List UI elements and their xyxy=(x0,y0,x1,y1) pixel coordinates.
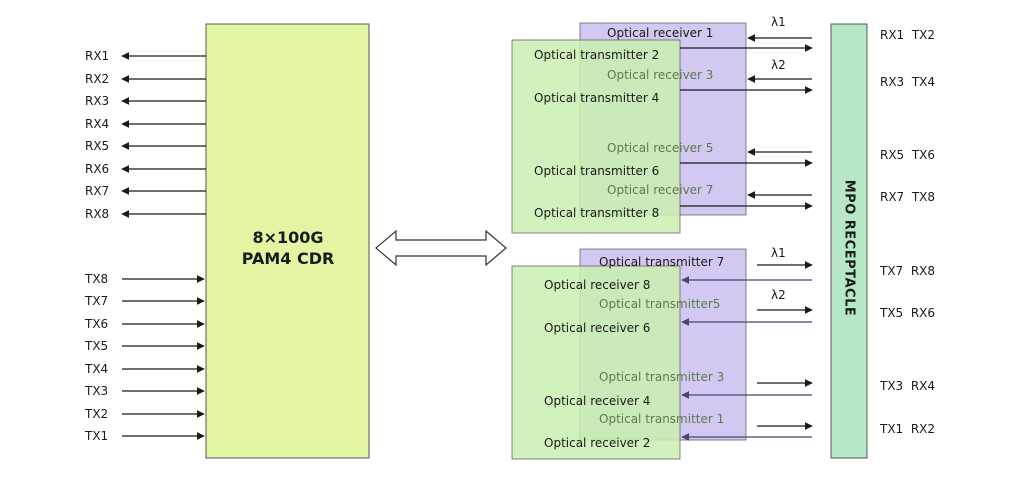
left-rx-group: RX1 RX2 RX3 RX4 RX5 RX6 RX7 RX8 xyxy=(85,49,206,221)
left-rx-label: RX7 xyxy=(85,184,109,198)
left-rx-label: RX3 xyxy=(85,94,109,108)
mpo-receptacle xyxy=(830,23,868,459)
left-rx-label: RX2 xyxy=(85,72,109,86)
cdr-block xyxy=(205,23,370,459)
lower-front-label: Optical receiver 8 xyxy=(544,278,650,292)
left-tx-label: TX5 xyxy=(84,339,108,353)
wavelength-label: λ1 xyxy=(771,246,786,260)
fiber-pair-label: TX3 RX4 xyxy=(879,379,935,393)
upper-front-label: Optical transmitter 4 xyxy=(534,91,659,105)
left-tx-label: TX1 xyxy=(84,429,108,443)
fiber-pair-label: RX1 TX2 xyxy=(880,28,935,42)
upper-back-label: Optical receiver 7 xyxy=(607,183,713,197)
fiber-pair-label: RX5 TX6 xyxy=(880,148,935,162)
left-tx-label: TX4 xyxy=(84,362,108,376)
lower-front-label: Optical receiver 4 xyxy=(544,394,650,408)
fiber-pair-label: TX5 RX6 xyxy=(879,306,935,320)
fiber-pair-label: TX7 RX8 xyxy=(879,264,935,278)
left-rx-label: RX6 xyxy=(85,162,109,176)
lower-receiver-block xyxy=(511,265,681,460)
upper-back-label: Optical receiver 1 xyxy=(607,26,713,40)
lower-back-label: Optical transmitter 3 xyxy=(599,370,724,384)
fiber-pair-label: RX3 TX4 xyxy=(880,75,935,89)
fiber-pair-label: RX7 TX8 xyxy=(880,190,935,204)
wavelength-label: λ2 xyxy=(771,288,786,302)
left-tx-label: TX8 xyxy=(84,272,108,286)
upper-front-label: Optical transmitter 8 xyxy=(534,206,659,220)
left-tx-label: TX7 xyxy=(84,294,108,308)
left-tx-label: TX3 xyxy=(84,384,108,398)
upper-front-label: Optical transmitter 6 xyxy=(534,164,659,178)
left-rx-label: RX4 xyxy=(85,117,109,131)
lower-front-label: Optical receiver 2 xyxy=(544,436,650,450)
left-tx-label: TX6 xyxy=(84,317,108,331)
left-tx-label: TX2 xyxy=(84,407,108,421)
left-rx-label: RX5 xyxy=(85,139,109,153)
bidirectional-arrow-icon xyxy=(375,229,507,267)
left-rx-label: RX1 xyxy=(85,49,109,63)
lower-back-label: Optical transmitter 1 xyxy=(599,412,724,426)
fiber-pair-label: TX1 RX2 xyxy=(879,422,935,436)
upper-front-label: Optical transmitter 2 xyxy=(534,48,659,62)
lower-back-label: Optical transmitter5 xyxy=(599,297,720,311)
left-tx-group: TX8 TX7 TX6 TX5 TX4 TX3 TX2 TX1 xyxy=(84,272,205,443)
cdr-title-line2: PAM4 CDR xyxy=(242,249,335,268)
upper-back-label: Optical receiver 3 xyxy=(607,68,713,82)
lower-back-label: Optical transmitter 7 xyxy=(599,255,724,269)
upper-transmitter-block xyxy=(511,39,681,234)
upper-back-label: Optical receiver 5 xyxy=(607,141,713,155)
left-rx-label: RX8 xyxy=(85,207,109,221)
wavelength-label: λ2 xyxy=(771,58,786,72)
wavelength-label: λ1 xyxy=(771,15,786,29)
mpo-receptacle-label: MPO RECEPTACLE xyxy=(842,180,857,317)
cdr-title-line1: 8×100G xyxy=(252,228,323,247)
lower-front-label: Optical receiver 6 xyxy=(544,321,650,335)
